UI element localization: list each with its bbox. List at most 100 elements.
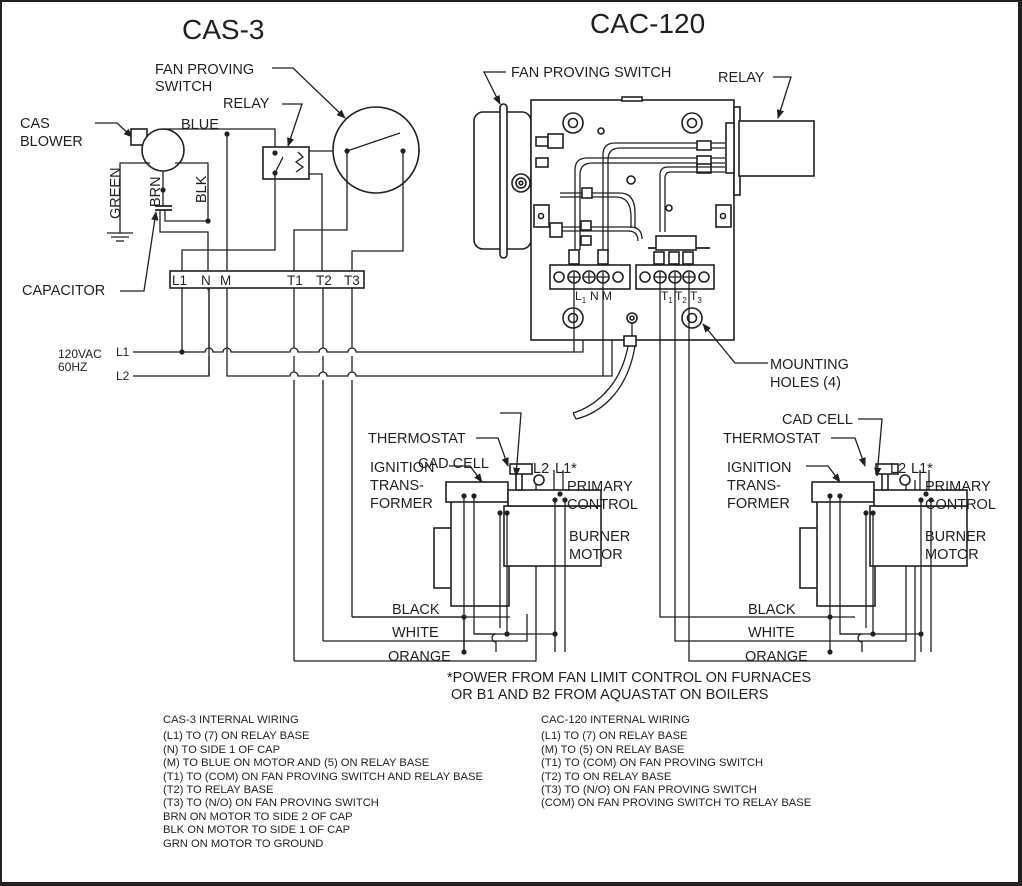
left-black-label: BLACK bbox=[392, 602, 440, 618]
footnote-line-2: OR B1 AND B2 FROM AQUASTAT ON BOILERS bbox=[451, 687, 768, 703]
right-burner-motor-label: BURNER bbox=[925, 529, 986, 545]
left-burner-motor-label-2: MOTOR bbox=[569, 547, 623, 563]
cas-blower-motor-icon bbox=[141, 128, 185, 172]
left-white-wire bbox=[323, 614, 528, 642]
supply-voltage-label: 120VAC bbox=[58, 347, 102, 361]
cas3-terminals: L1 N M T1 T2 T3 bbox=[172, 273, 360, 288]
cas3-wiring-line: (T2) TO RELAY BASE bbox=[163, 784, 274, 797]
cas3-wiring-line: GRN ON MOTOR TO GROUND bbox=[163, 837, 324, 850]
right-primary-control-label: PRIMARY bbox=[925, 479, 991, 495]
cas3-wiring-line: (T3) TO (N/O) ON FAN PROVING SWITCH bbox=[163, 797, 379, 810]
right-ignition-label: IGNITION bbox=[727, 460, 791, 476]
cas3-fan-proving-switch-label-2: SWITCH bbox=[155, 79, 212, 95]
cac120-terminal-t2: T2 bbox=[675, 289, 687, 305]
cas3-terminal-strip bbox=[169, 270, 365, 289]
cas3-title: CAS-3 bbox=[182, 14, 264, 45]
cac120-wiring-line: (T3) TO (N/O) ON FAN PROVING SWITCH bbox=[541, 784, 757, 797]
cac120-wiring-line: (L1) TO (7) ON RELAY BASE bbox=[541, 730, 688, 743]
right-orange-label: ORANGE bbox=[745, 649, 808, 665]
cac120-terminal-n: N bbox=[590, 289, 599, 303]
cas-blower-label: CAS bbox=[20, 116, 50, 132]
cac120-terminal-t1: T1 bbox=[661, 289, 673, 305]
cac120-fan-proving-switch-label: FAN PROVING SWITCH bbox=[511, 65, 671, 81]
cas3-internal-wiring-notes: CAS-3 INTERNAL WIRING (L1) TO (7) ON REL… bbox=[163, 714, 483, 851]
mounting-holes-label: MOUNTING bbox=[770, 357, 849, 373]
right-black-label: BLACK bbox=[748, 602, 796, 618]
cac120-wiring-line: (COM) ON FAN PROVING SWITCH TO RELAY BAS… bbox=[541, 797, 812, 810]
right-burner-motor-label-2: MOTOR bbox=[925, 547, 979, 563]
cas3-wiring-line: (N) TO SIDE 1 OF CAP bbox=[163, 743, 281, 756]
right-orange-wire bbox=[688, 282, 916, 662]
right-ignition-label-3: FORMER bbox=[727, 496, 790, 512]
cac120-wiring-line: (M) TO (5) ON RELAY BASE bbox=[541, 743, 685, 756]
left-l2-label: L2 bbox=[533, 461, 549, 477]
cas3-terminal-m: M bbox=[220, 273, 231, 288]
left-primary-control-label-2: CONTROL bbox=[567, 497, 638, 513]
cac120-internal-wiring-heading: CAC-120 INTERNAL WIRING bbox=[541, 714, 690, 726]
cas-blower-leader bbox=[95, 122, 133, 138]
cac120-relay-label: RELAY bbox=[718, 70, 765, 86]
footnote-line-1: *POWER FROM FAN LIMIT CONTROL ON FURNACE… bbox=[447, 670, 811, 686]
ground-lead bbox=[572, 345, 629, 414]
blk-wire bbox=[175, 162, 209, 221]
green-wire bbox=[119, 162, 150, 233]
right-thermostat-label: THERMOSTAT bbox=[723, 431, 821, 447]
cas3-terminal-t1: T1 bbox=[287, 273, 303, 288]
cac120-wiring-line: (T2) TO ON RELAY BASE bbox=[541, 770, 672, 783]
cas3-terminal-t2: T2 bbox=[316, 273, 332, 288]
left-l1-label: L1* bbox=[555, 461, 577, 477]
left-orange-label: ORANGE bbox=[388, 649, 451, 665]
right-black-wire bbox=[659, 282, 855, 618]
green-wire-label: GREEN bbox=[108, 167, 124, 219]
cas3-terminal-t3: T3 bbox=[344, 273, 360, 288]
blk-wire-label: BLK bbox=[194, 175, 210, 203]
cas3-wiring-line: BRN ON MOTOR TO SIDE 2 OF CAP bbox=[163, 810, 353, 823]
left-ignition-label: IGNITION bbox=[370, 460, 434, 476]
right-l2-label: L2 bbox=[890, 461, 906, 477]
cas3-fan-proving-switch-icon bbox=[332, 106, 420, 194]
cac120-terminal-m: M bbox=[602, 289, 612, 303]
left-primary-control-label: PRIMARY bbox=[567, 479, 633, 495]
supply-frequency-label: 60HZ bbox=[58, 360, 87, 374]
cas3-wiring-line: (L1) TO (7) ON RELAY BASE bbox=[163, 730, 310, 743]
blue-wire bbox=[163, 128, 276, 148]
fan-proving-switch-leader bbox=[272, 67, 346, 119]
supply-l1-wire bbox=[133, 330, 584, 353]
blue-wire-label: BLUE bbox=[181, 117, 219, 133]
cac120-chassis bbox=[530, 99, 735, 341]
cas3-wiring-line: (M) TO BLUE ON MOTOR AND (5) ON RELAY BA… bbox=[163, 757, 430, 770]
cas3-relay-icon bbox=[262, 146, 310, 180]
relay-leader bbox=[282, 103, 303, 147]
cac120-terminal-l1: L1 bbox=[575, 289, 587, 305]
right-l1-label: L1* bbox=[911, 461, 933, 477]
brn-wire-label: BRN bbox=[148, 176, 164, 207]
left-ignition-label-3: FORMER bbox=[370, 496, 433, 512]
cac120-relay-icon bbox=[738, 120, 815, 177]
cas3-relay-label: RELAY bbox=[223, 96, 270, 112]
cas3-wiring-line: BLK ON MOTOR TO SIDE 1 OF CAP bbox=[163, 824, 351, 837]
cas3-wiring-line: (T1) TO (COM) ON FAN PROVING SWITCH AND … bbox=[163, 770, 483, 783]
capacitor-label: CAPACITOR bbox=[22, 283, 105, 299]
left-ignition-label-2: TRANS- bbox=[370, 478, 424, 494]
cas3-fan-proving-switch-label: FAN PROVING bbox=[155, 62, 254, 78]
cas-blower-label-2: BLOWER bbox=[20, 134, 83, 150]
right-ignition-label-2: TRANS- bbox=[727, 478, 781, 494]
cac120-wiring-line: (T1) TO (COM) ON FAN PROVING SWITCH bbox=[541, 757, 764, 770]
right-white-label: WHITE bbox=[748, 625, 795, 641]
cac120-internal-wiring-notes: CAC-120 INTERNAL WIRING (L1) TO (7) ON R… bbox=[541, 714, 811, 811]
left-white-label: WHITE bbox=[392, 625, 439, 641]
cac120-terminal-t3: T3 bbox=[690, 289, 702, 305]
cac120-title: CAC-120 bbox=[590, 8, 705, 39]
cas3-terminal-l1: L1 bbox=[172, 273, 187, 288]
capacitor-leader bbox=[120, 211, 159, 292]
mounting-holes-label-2: HOLES (4) bbox=[770, 375, 841, 391]
supply-l1-label: L1 bbox=[116, 345, 130, 359]
supply-l2-label: L2 bbox=[116, 369, 130, 383]
right-cad-cell-label: CAD CELL bbox=[782, 412, 853, 428]
cas3-internal-wiring-heading: CAS-3 INTERNAL WIRING bbox=[163, 714, 299, 726]
cas3-terminal-n: N bbox=[201, 273, 211, 288]
right-primary-control-label-2: CONTROL bbox=[925, 497, 996, 513]
